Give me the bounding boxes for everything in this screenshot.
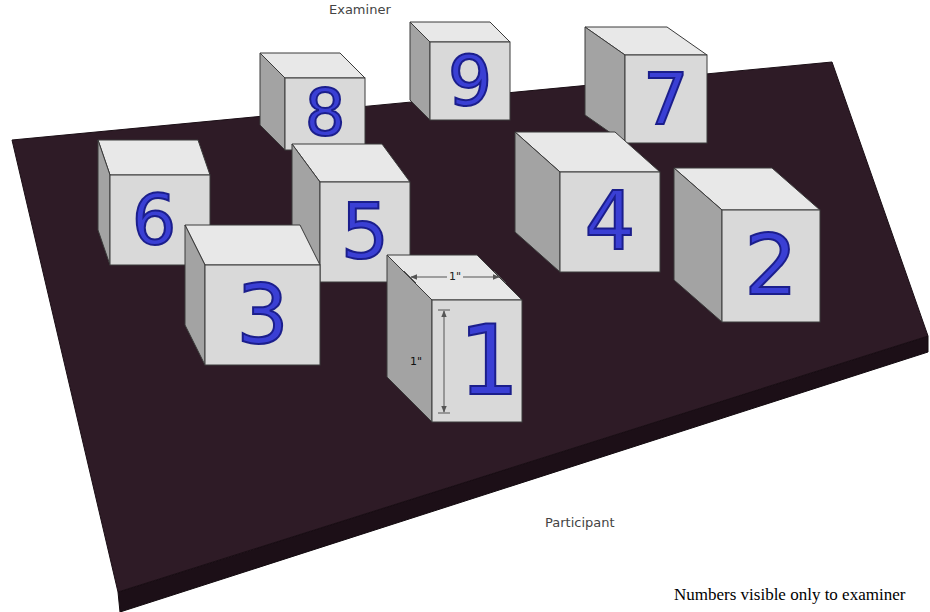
side-label-holder: Examiner (327, 3, 393, 18)
cube-front (432, 300, 522, 422)
dimension-tick (438, 310, 450, 311)
cube-number: 9 (448, 50, 493, 113)
cube: 2 (674, 168, 820, 322)
cube-side (387, 255, 432, 422)
cube-number: 7 (643, 67, 689, 132)
dimension-label: 1" (447, 271, 463, 284)
cube-number: 4 (585, 186, 636, 258)
cube-front (560, 172, 660, 272)
cube-number: 1 (458, 318, 519, 404)
cube-top (98, 140, 210, 175)
dimension-tick (404, 271, 416, 283)
cube-face-text-area: 8 (285, 78, 365, 150)
cube-number: 6 (132, 189, 177, 252)
cube: 3 (185, 225, 320, 365)
cube-number: 3 (236, 278, 288, 352)
side-label: Examiner (327, 3, 393, 18)
cube-number: 8 (305, 85, 346, 143)
cube: 7 (585, 27, 707, 143)
dimension-label-holder: 1" (408, 356, 424, 369)
note: Numbers visible only to examiner (672, 585, 907, 605)
cube-front (285, 78, 365, 150)
cube-number: 2 (744, 228, 797, 304)
dimension-tick (438, 413, 450, 414)
cube-face-text-area: 4 (560, 172, 660, 272)
cube-side (410, 22, 430, 120)
cube-side (515, 132, 560, 272)
side-label: Participant (543, 516, 617, 531)
cube-number: 5 (341, 198, 389, 266)
dimension-label: 1" (408, 356, 424, 369)
cube-face-text-area: 1 (432, 300, 522, 422)
cube-front (722, 210, 820, 322)
side-label-holder: Participant (543, 516, 617, 531)
cube-front (205, 265, 320, 365)
dimension-tick (494, 271, 506, 283)
cube-face-text-area: 7 (625, 55, 707, 143)
cube-side (98, 140, 110, 265)
cube-face-text-area: 2 (722, 210, 820, 322)
cube-front (625, 55, 707, 143)
cube-side (674, 168, 722, 322)
note-holder: Numbers visible only to examiner (672, 585, 907, 605)
cube: 4 (515, 132, 660, 272)
cube: 8 (260, 53, 365, 150)
cube-side (260, 53, 285, 150)
cube-face-text-area: 9 (430, 42, 510, 120)
cube-face-text-area: 3 (205, 265, 320, 365)
cube-side (585, 27, 625, 143)
cube-top (185, 225, 320, 265)
dimension-label-holder: 1" (447, 271, 463, 284)
dimension-line (444, 311, 445, 412)
cube-front (430, 42, 510, 120)
board-top (12, 62, 928, 592)
cube-side (185, 225, 205, 365)
cube: 9 (410, 22, 510, 120)
